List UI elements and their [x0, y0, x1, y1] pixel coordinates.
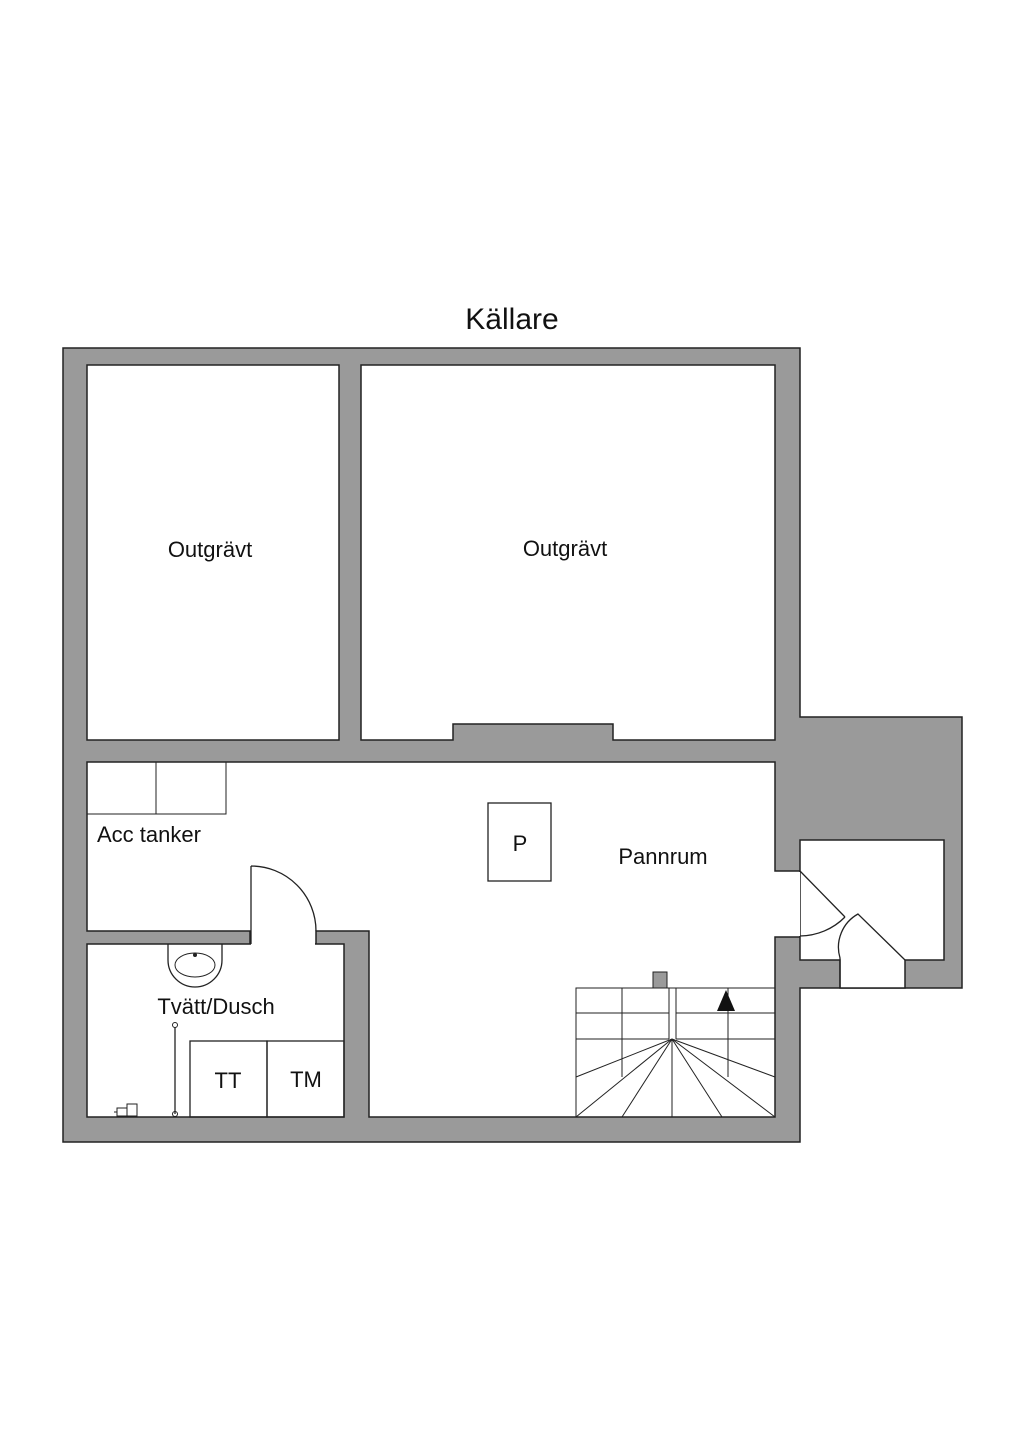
- staircase: [575, 971, 776, 1118]
- washbasin-icon: [167, 944, 223, 988]
- up-arrow-icon: [717, 990, 735, 1011]
- acc-tank-2: [155, 761, 227, 815]
- floor-drain-icon: [114, 1103, 138, 1117]
- room-label-pannrum: Pannrum: [618, 844, 707, 869]
- washer-tm: [266, 1040, 345, 1118]
- door-swing-entry-1: [799, 870, 846, 937]
- door-swing-tvatt: [250, 865, 317, 944]
- room-outgravt-left: [86, 364, 340, 741]
- dryer-label: TT: [215, 1068, 242, 1093]
- room-entry-hall: [799, 839, 945, 989]
- door-opening-entry: [776, 872, 800, 936]
- room-tvatt-dusch: [86, 943, 345, 1118]
- room-label-tvatt-dusch: Tvätt/Dusch: [157, 994, 274, 1019]
- room-outgravt-right: [360, 364, 776, 741]
- washer-label: TM: [290, 1067, 322, 1092]
- stair-post: [652, 971, 668, 989]
- boiler-label: P: [513, 831, 528, 856]
- room-label-acc-tanker: Acc tanker: [97, 822, 201, 847]
- plan-title: Källare: [465, 303, 558, 336]
- door-opening-tvatt: [251, 930, 315, 946]
- shower-icon: [172, 1022, 178, 1117]
- boiler-box: [487, 802, 552, 882]
- door-swing-entry-2: [837, 913, 906, 988]
- room-label-outgravt-left: Outgrävt: [168, 537, 252, 562]
- room-label-outgravt-right: Outgrävt: [523, 536, 607, 561]
